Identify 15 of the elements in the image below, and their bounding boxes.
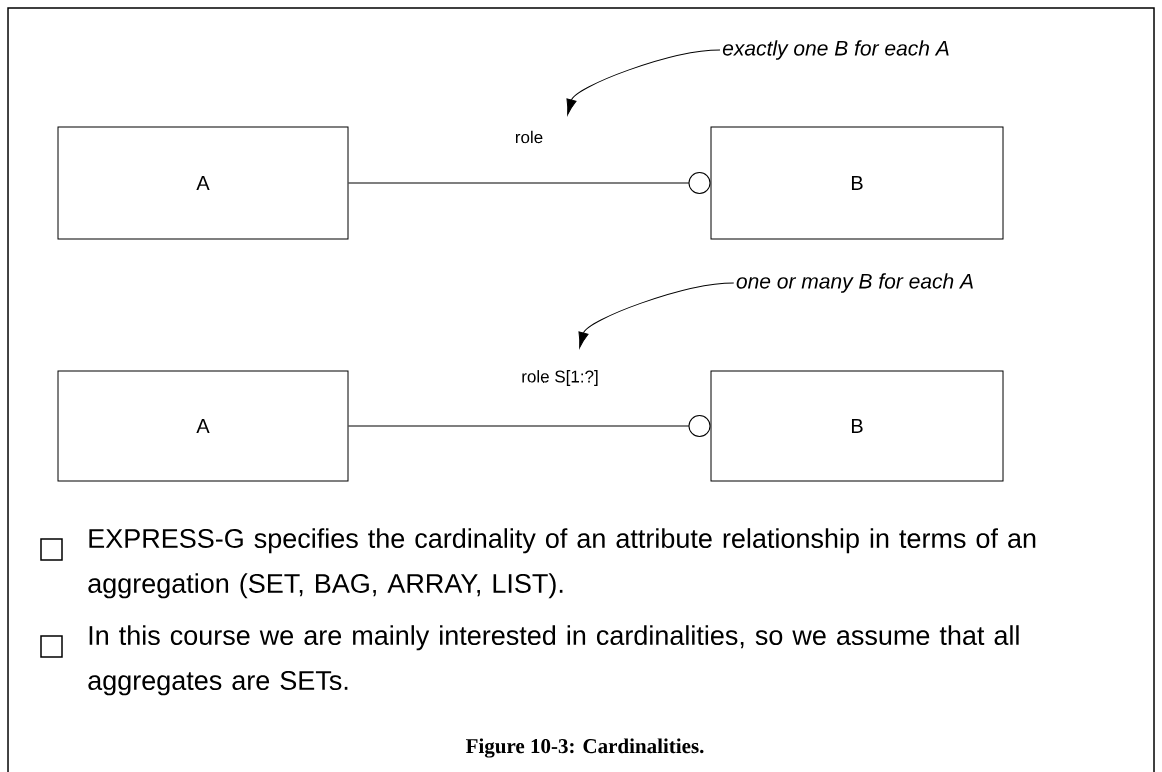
entity-box: A (57, 126, 349, 240)
edge-label: role S[1:?] (520, 369, 600, 387)
relationship-line (348, 415, 711, 437)
leader-arrow (566, 49, 721, 116)
bullet-text: In this course we are mainly interested in cardinalities, so we assume that all aggregates are SETs. (88, 625, 1019, 696)
leader-arrow (578, 282, 735, 349)
entity-box: A (57, 370, 349, 482)
edge-label: role (513, 129, 545, 145)
entity-box: B (710, 126, 1004, 240)
annotation-text: exactly one B for each A (722, 40, 949, 60)
entity-box: B (710, 370, 1004, 482)
bullet-text: EXPRESS-G specifies the cardinality of an attribute relationship in terms of an aggregation (SET, BAG, ARRAY, LIST). (88, 528, 1036, 599)
annotation-text: one or many B for each A (736, 273, 973, 293)
figure-caption: Figure 10-3: Cardinalities. (466, 738, 704, 758)
relationship-line (348, 172, 711, 194)
